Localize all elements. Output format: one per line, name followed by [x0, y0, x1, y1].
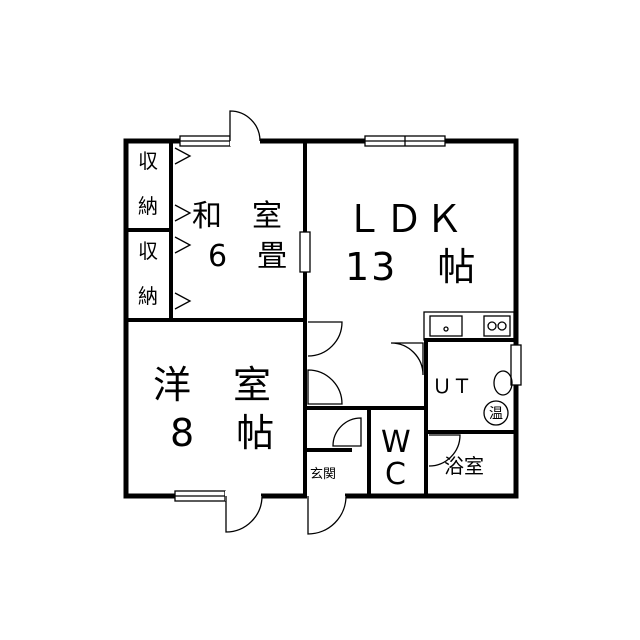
outer-walls	[123, 138, 519, 499]
storage-top-char2: 納	[138, 194, 158, 218]
bath-label: 浴室	[444, 454, 484, 478]
fixtures	[483, 370, 513, 426]
storage-top-char1: 収	[138, 149, 158, 173]
wc-label-c: C	[385, 457, 406, 492]
water-heater-label: 温	[489, 406, 503, 422]
doors	[174, 110, 461, 535]
ut-label: ＵＴ	[432, 374, 472, 398]
room-labels: 収 納 収 納 和 室 6 畳 ＬＤＫ 13 帖 洋 室 8 帖 玄関 W C …	[138, 149, 503, 492]
genkan-label: 玄関	[310, 467, 336, 482]
windows	[174, 135, 522, 502]
wc-label-w: W	[381, 425, 411, 460]
washitsu-name: 和 室	[192, 199, 282, 234]
youshitsu-size: 8 帖	[170, 411, 276, 455]
youshitsu-name: 洋 室	[153, 363, 273, 407]
washitsu-size: 6 畳	[208, 239, 287, 274]
water-heater-icon	[483, 400, 509, 426]
storage-bottom-char2: 納	[138, 284, 158, 308]
ldk-name: ＬＤＫ	[345, 197, 465, 241]
ldk-size: 13 帖	[345, 245, 477, 289]
kitchen-counter	[423, 311, 515, 341]
storage-bottom-char1: 収	[138, 239, 158, 263]
